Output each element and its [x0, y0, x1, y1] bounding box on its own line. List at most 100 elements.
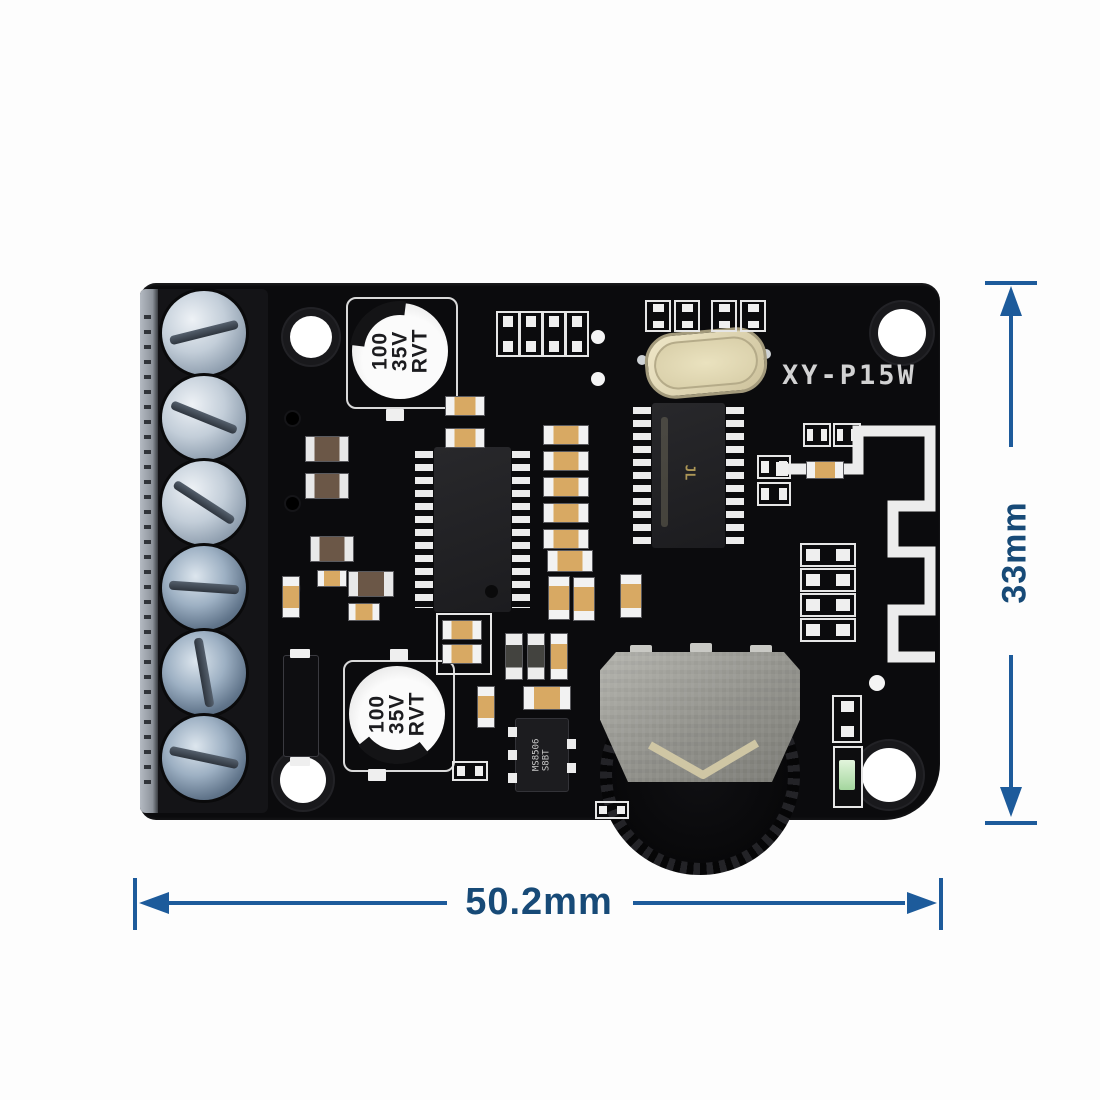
crystal-oscillator [642, 324, 770, 402]
smd-resistor [543, 529, 589, 549]
smd-pads [674, 300, 700, 332]
smd-capacitor [505, 633, 523, 680]
potentiometer-shield [600, 652, 800, 782]
smd-pads [542, 311, 566, 357]
capacitor-marking: RVT [407, 328, 431, 374]
capacitor-marking: RVT [404, 691, 428, 737]
dimension-tick [985, 281, 1037, 285]
antenna-feed-resistor [806, 461, 844, 479]
terminal-silkscreen-marks [144, 315, 151, 785]
electrolytic-capacitor: 100 35V RVT [342, 659, 452, 769]
smd-resistor [543, 425, 589, 445]
smd-pads [757, 455, 791, 479]
smd-pads [800, 618, 856, 642]
smd-pads [452, 761, 488, 781]
smd-pads [740, 300, 766, 332]
smd-pads [832, 695, 862, 743]
dimension-line [1009, 313, 1013, 447]
sot-marking: S8BT [540, 749, 551, 772]
arrow-left-icon [139, 892, 169, 914]
smd-capacitor [305, 436, 349, 462]
smd-resistor [543, 451, 589, 471]
capacitor-marking: 100 [365, 694, 389, 734]
mounting-hole [290, 316, 332, 358]
smd-pad [290, 757, 310, 766]
capacitor-lead-pad [390, 649, 408, 661]
ic-body [652, 403, 725, 548]
smd-resistor [573, 577, 595, 621]
electrolytic-capacitor: 100 35V RVT [329, 280, 471, 422]
smd-pads [803, 423, 831, 447]
width-label: 50.2mm [465, 881, 613, 923]
dimension-tick [133, 878, 137, 930]
arrow-down-icon [1000, 787, 1022, 817]
terminal-screw [162, 376, 246, 460]
arrow-up-icon [1000, 286, 1022, 316]
smd-capacitor [348, 571, 394, 597]
smd-resistor [477, 686, 495, 728]
capacitor-lead-pad [386, 409, 404, 421]
status-led [833, 746, 863, 808]
smd-resistor [543, 503, 589, 523]
smd-pads [711, 300, 737, 332]
dimension-line [1009, 655, 1013, 789]
smd-resistor [442, 644, 482, 664]
sot-chip: MS8506 S8BT [508, 718, 576, 792]
smd-capacitor [305, 473, 349, 499]
crystal-leg [637, 355, 647, 365]
smd-pad [290, 649, 310, 658]
pot-tab [690, 643, 712, 653]
terminal-screw [162, 546, 246, 630]
capacitor-lead-pad [368, 769, 386, 781]
ic-pins [512, 451, 530, 608]
smd-resistor [543, 477, 589, 497]
smd-pads [757, 482, 791, 506]
terminal-screw [162, 461, 246, 545]
terminal-pin [286, 497, 299, 510]
smd-resistor [620, 574, 642, 618]
smd-pads [800, 543, 856, 567]
smd-capacitor [527, 633, 545, 680]
smd-pads [800, 568, 856, 592]
capacitor-marking: 100 [368, 331, 392, 371]
jl-logo: JL [681, 464, 697, 481]
smd-resistor [548, 576, 570, 620]
smd-pads [833, 423, 861, 447]
smd-resistor [547, 550, 593, 572]
width-dimension: 50.2mm [133, 878, 945, 934]
height-dimension: 33mm [985, 281, 1045, 827]
mounting-hole [878, 309, 926, 357]
terminal-screw [162, 631, 246, 715]
silkscreen-outline [436, 613, 492, 675]
screw-terminal-block [140, 289, 268, 813]
ic-pin1-dot [485, 585, 498, 598]
dimension-tick [939, 878, 943, 930]
terminal-screw [162, 716, 246, 800]
bluetooth-ic: JL [633, 403, 744, 548]
smd-resistor [442, 620, 482, 640]
arrow-right-icon [907, 892, 937, 914]
ic-pins [726, 407, 744, 544]
smd-pads [645, 300, 671, 332]
smd-resistor [445, 428, 485, 448]
terminal-screw [162, 291, 246, 375]
smd-pads [800, 593, 856, 617]
inductor [283, 655, 319, 757]
smd-resistor [348, 603, 380, 621]
capacitor-silkscreen-outline [343, 660, 455, 772]
test-point [591, 330, 605, 344]
amplifier-ic [415, 447, 530, 612]
capacitor-silkscreen-outline [346, 297, 458, 409]
dimension-tick [985, 821, 1037, 825]
dimension-line [633, 901, 905, 905]
smd-resistor [317, 570, 347, 587]
smd-resistor [550, 633, 568, 680]
dimension-line [167, 901, 447, 905]
test-point [869, 675, 885, 691]
bluetooth-amplifier-board: 100 35V RVT 100 35V RVT XY-P15W JL [140, 280, 940, 875]
smd-pads [496, 311, 520, 357]
test-point [591, 372, 605, 386]
smd-resistor [445, 396, 485, 416]
ic-body [434, 447, 511, 612]
capacitor-marking: 35V [385, 693, 409, 735]
